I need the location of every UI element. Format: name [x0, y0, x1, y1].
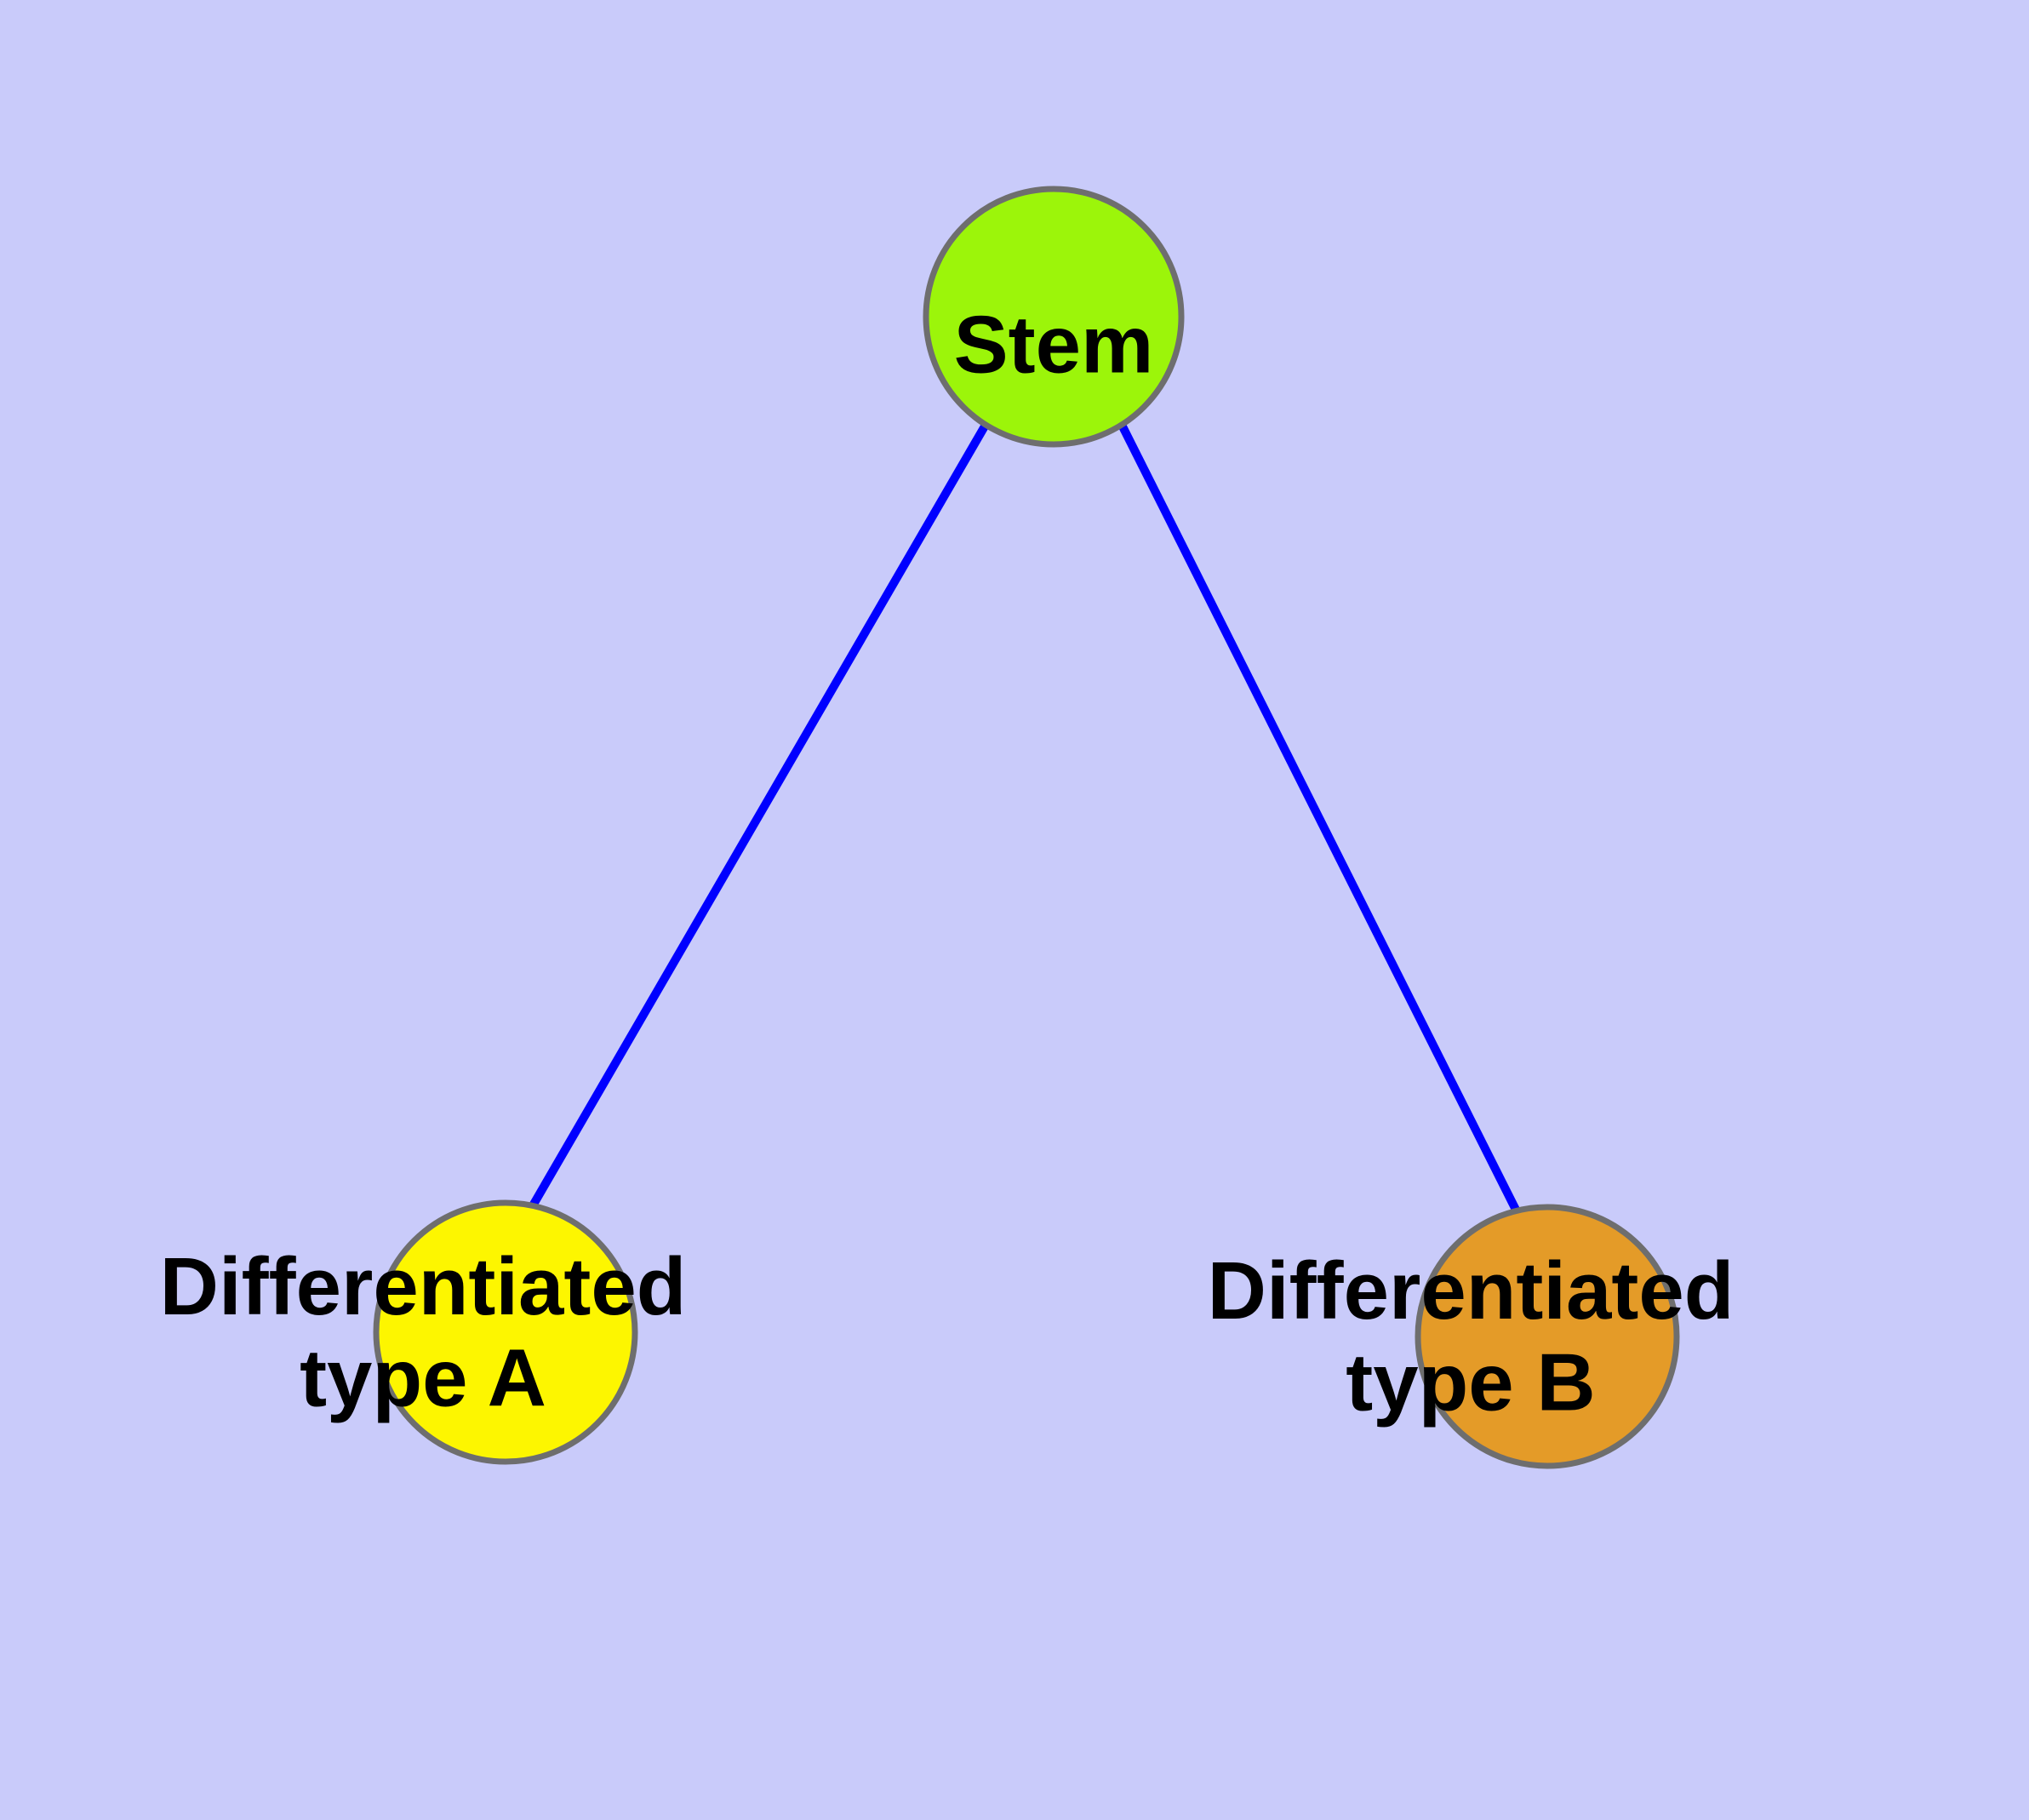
node-differentiated-type-a-label-line-2: type A: [300, 1332, 546, 1423]
node-differentiated-type-a-circle[interactable]: [373, 1199, 638, 1465]
edge-stem-to-differentiated-type-b[interactable]: [1117, 422, 1520, 1212]
node-stem-label-line-1: Stem: [954, 299, 1154, 390]
edges-layer: [528, 422, 1520, 1212]
node-differentiated-type-a-label-line-1: Differentiated: [160, 1241, 687, 1332]
node-stem[interactable]: Stem: [923, 186, 1185, 448]
edge-stem-to-differentiated-type-a[interactable]: [528, 422, 990, 1210]
node-differentiated-type-b-circle[interactable]: [1415, 1204, 1680, 1469]
node-stem-circle[interactable]: [923, 186, 1185, 448]
node-differentiated-type-b-label-line-1: Differentiated: [1208, 1245, 1735, 1336]
node-stem-label: Stem: [954, 299, 1154, 390]
node-differentiated-type-b-label-line-2: type B: [1346, 1336, 1595, 1428]
